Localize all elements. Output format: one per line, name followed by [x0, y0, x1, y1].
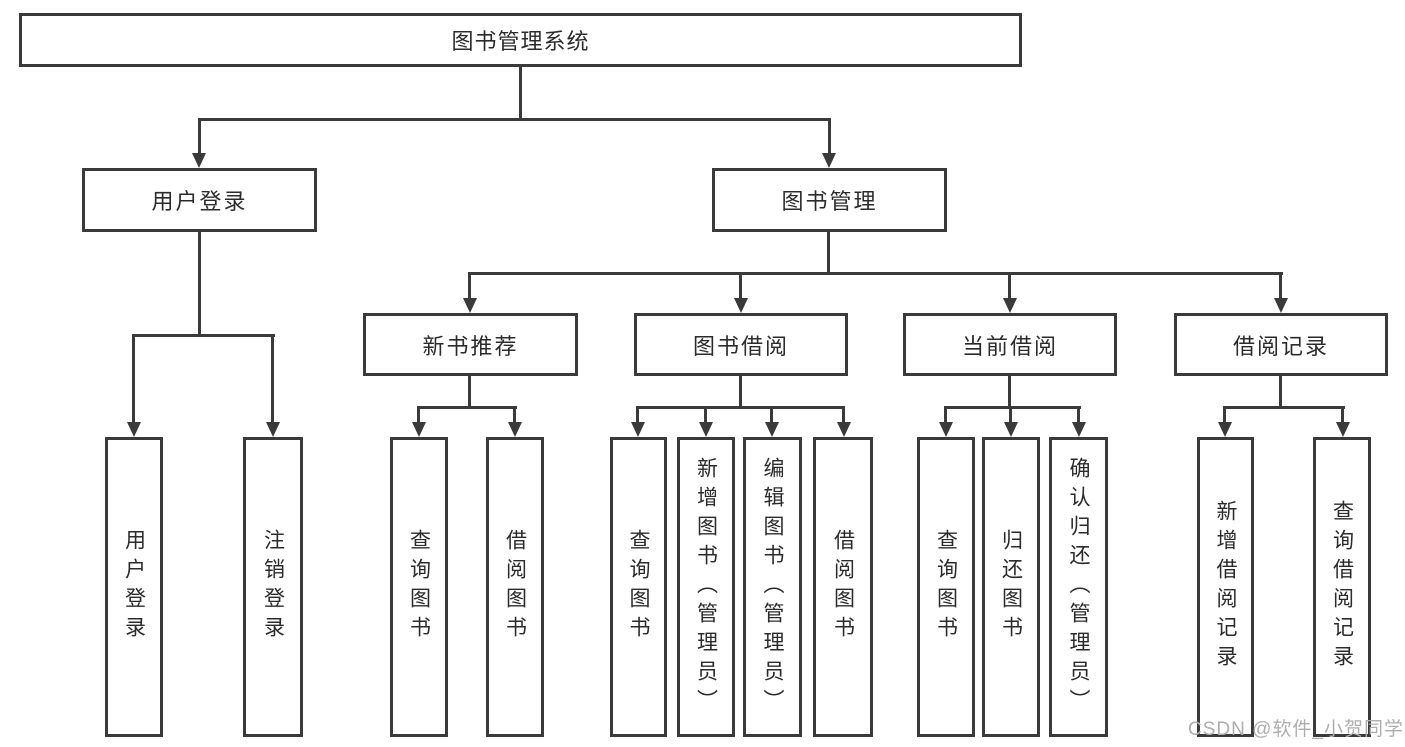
arrow-down	[127, 422, 141, 437]
leaf-logout-label: 注销登录	[261, 529, 285, 645]
node-book-borrowing: 图书借阅	[634, 313, 848, 376]
arrow-down	[631, 422, 645, 437]
leaf-query-books-borrowing: 查询图书	[610, 437, 667, 737]
arrow-down	[463, 298, 477, 313]
leaf-query-borrow-record-label: 查询借阅记录	[1330, 500, 1354, 674]
arrow-down	[1072, 422, 1086, 437]
connector-line	[828, 118, 831, 155]
connector-line	[770, 406, 773, 424]
arrow-down	[734, 298, 748, 313]
connector-line	[468, 376, 471, 408]
node-book-management: 图书管理	[712, 168, 947, 232]
leaf-borrow-books-recommend-label: 借阅图书	[503, 529, 527, 645]
leaf-query-books-current: 查询图书	[917, 437, 975, 737]
connector-line	[519, 67, 522, 120]
connector-line	[636, 406, 845, 409]
node-user-login-label: 用户登录	[151, 189, 248, 214]
leaf-user-login: 用户登录	[105, 437, 163, 737]
connector-line	[1341, 406, 1344, 424]
node-borrowing-records: 借阅记录	[1174, 313, 1388, 376]
arrow-down	[508, 422, 522, 437]
leaf-logout: 注销登录	[243, 437, 303, 737]
connector-line	[132, 334, 275, 337]
leaf-add-borrow-record-label: 新增借阅记录	[1214, 500, 1237, 674]
connector-line	[1077, 406, 1080, 424]
node-new-book-recommendation: 新书推荐	[363, 313, 578, 376]
connector-line	[636, 406, 639, 424]
connector-line	[1223, 406, 1345, 409]
connector-line	[1279, 272, 1282, 300]
connector-line	[132, 334, 135, 424]
arrow-down	[1336, 422, 1350, 437]
leaf-query-books-current-label: 查询图书	[934, 529, 958, 645]
arrow-down	[1004, 422, 1018, 437]
connector-line	[739, 376, 742, 408]
node-new-book-recommendation-label: 新书推荐	[422, 333, 519, 359]
connector-line	[417, 406, 517, 409]
connector-line	[944, 406, 1081, 409]
leaf-query-books-borrowing-label: 查询图书	[627, 529, 650, 645]
leaf-add-books-admin: 新增图书（管理员）	[677, 437, 735, 737]
node-book-borrowing-label: 图书借阅	[692, 333, 789, 359]
node-library-system-label: 图书管理系统	[451, 29, 590, 54]
watermark: CSDN @软件_小贺同学	[1188, 719, 1404, 740]
leaf-query-books-recommend: 查询图书	[390, 437, 448, 737]
leaf-confirm-return-admin: 确认归还（管理员）	[1049, 437, 1108, 737]
leaf-add-borrow-record: 新增借阅记录	[1197, 437, 1254, 737]
node-user-login: 用户登录	[82, 168, 317, 232]
connector-line	[704, 406, 707, 424]
leaf-return-books-label: 归还图书	[999, 529, 1023, 645]
connector-line	[198, 232, 201, 337]
arrow-down	[266, 422, 280, 437]
arrow-down	[699, 422, 713, 437]
arrow-down	[192, 153, 206, 168]
arrow-down	[1218, 422, 1232, 437]
leaf-borrow-books-recommend: 借阅图书	[486, 437, 544, 737]
leaf-query-borrow-record: 查询借阅记录	[1313, 437, 1371, 737]
arrow-down	[822, 153, 836, 168]
connector-line	[1223, 406, 1226, 424]
connector-line	[468, 272, 471, 300]
arrow-down	[837, 422, 851, 437]
node-library-system: 图书管理系统	[19, 13, 1022, 67]
leaf-borrow-books-borrowing: 借阅图书	[813, 437, 873, 737]
connector-line	[1008, 376, 1011, 408]
connector-line	[417, 406, 420, 424]
connector-line	[271, 334, 274, 424]
arrow-down	[412, 422, 426, 437]
connector-line	[739, 272, 742, 300]
leaf-edit-books-admin: 编辑图书（管理员）	[743, 437, 802, 737]
leaf-borrow-books-borrowing-label: 借阅图书	[831, 529, 855, 645]
leaf-edit-books-admin-label: 编辑图书（管理员）	[761, 456, 784, 718]
connector-line	[944, 406, 947, 424]
connector-line	[1279, 376, 1282, 408]
connector-line	[198, 118, 831, 121]
arrow-down	[939, 422, 953, 437]
node-current-borrowing-label: 当前借阅	[961, 333, 1058, 359]
connector-line	[1008, 272, 1011, 300]
leaf-user-login-label: 用户登录	[122, 529, 146, 645]
node-current-borrowing: 当前借阅	[903, 313, 1117, 376]
connector-line	[468, 272, 1283, 275]
connector-line	[827, 232, 830, 274]
node-borrowing-records-label: 借阅记录	[1232, 333, 1329, 359]
arrow-down	[765, 422, 779, 437]
node-book-management-label: 图书管理	[781, 189, 878, 214]
connector-line	[198, 118, 201, 155]
leaf-add-books-admin-label: 新增图书（管理员）	[694, 456, 718, 718]
leaf-query-books-recommend-label: 查询图书	[407, 529, 431, 645]
leaf-confirm-return-admin-label: 确认归还（管理员）	[1067, 456, 1090, 718]
connector-line	[513, 406, 516, 424]
arrow-down	[1274, 298, 1288, 313]
connector-line	[842, 406, 845, 424]
leaf-return-books: 归还图书	[982, 437, 1040, 737]
arrow-down	[1003, 298, 1017, 313]
connector-line	[1009, 406, 1012, 424]
